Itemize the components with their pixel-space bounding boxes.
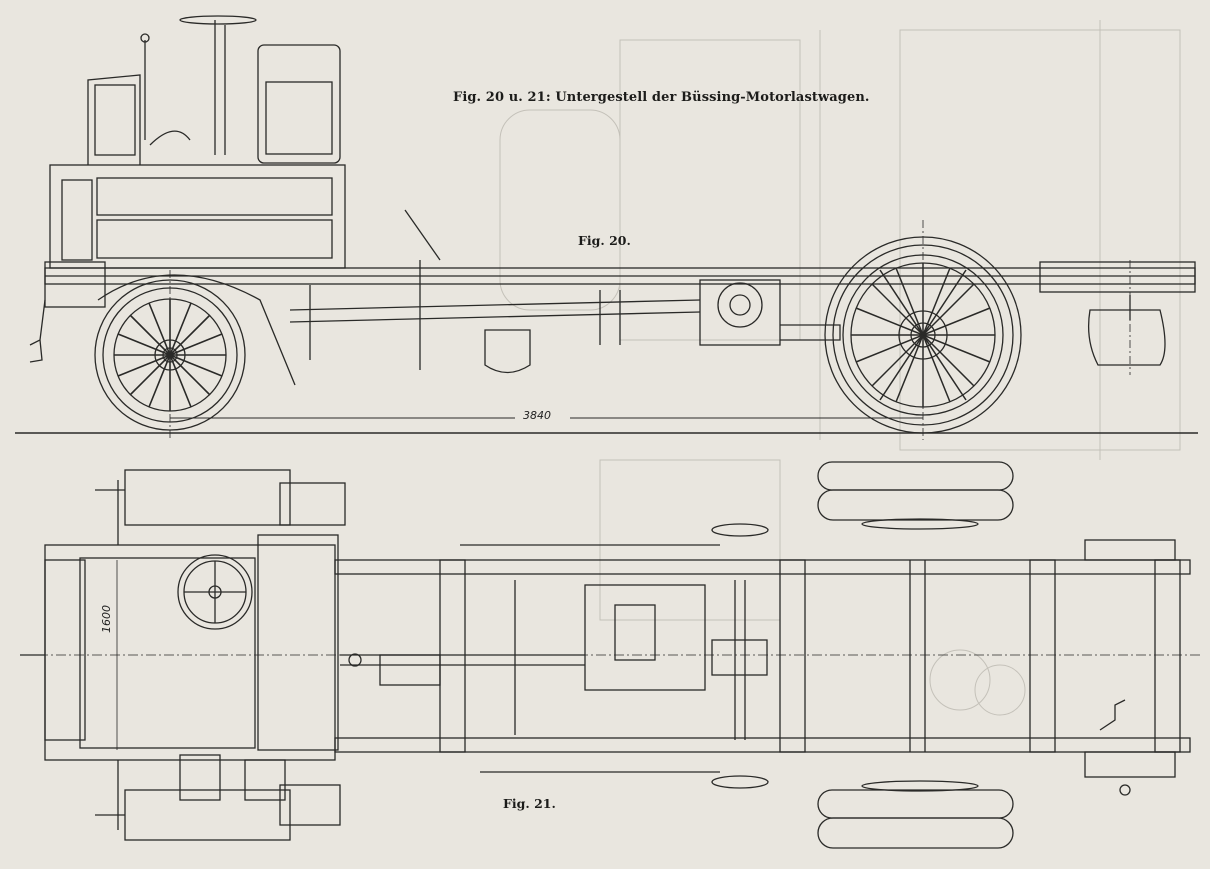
plan-steering-wheel <box>177 554 253 630</box>
wheelbase-dimension-label: 3840 <box>523 409 551 422</box>
fig20-label: Fig. 20. <box>578 233 631 248</box>
side-frame <box>44 261 1196 308</box>
plan-front-axle <box>95 469 346 841</box>
plan-cross-members <box>439 559 1181 753</box>
fig21-plan-view <box>20 461 1200 849</box>
fig21-label: Fig. 21. <box>503 796 556 811</box>
plan-rear-tires <box>817 461 1014 849</box>
starting-crank <box>29 299 46 363</box>
bleed-through-background <box>499 20 1181 716</box>
engine-hood <box>49 164 346 269</box>
fig20-side-elevation <box>29 15 1196 440</box>
track-width-dimension-label: 1600 <box>100 605 113 633</box>
plan-rear-bracket <box>1084 539 1176 796</box>
driver-cab <box>87 15 341 165</box>
plan-gearbox <box>584 523 769 789</box>
transmission <box>699 279 841 346</box>
figure-main-caption: Fig. 20 u. 21: Untergestell der Büssing-… <box>453 90 870 105</box>
drive-line <box>289 209 701 374</box>
plan-engine-compartment <box>20 534 339 761</box>
plan-side-rails <box>334 559 1191 753</box>
front-fender <box>97 274 296 386</box>
